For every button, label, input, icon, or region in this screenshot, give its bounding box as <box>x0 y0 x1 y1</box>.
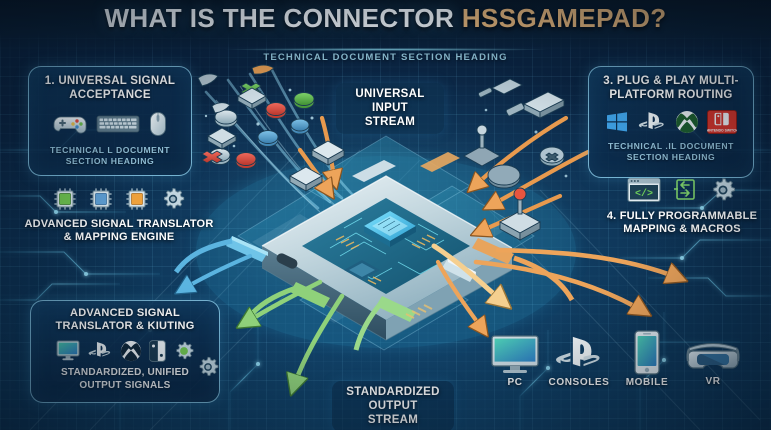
gear-green-icon <box>175 341 193 359</box>
smartphone-icon <box>634 330 660 375</box>
nintendo-switch-logo-icon: NINTENDO SWITCH <box>707 110 737 135</box>
playstation-logo-icon <box>638 112 664 130</box>
programmable-label: 4. FULLY PROGRAMMABLE MAPPING & MACROS <box>606 210 758 236</box>
remap-arrows-icon <box>674 179 695 200</box>
gear-icon <box>163 187 185 209</box>
group-signal-translator-engine: ADVANCED SIGNAL TRANSLATOR & MAPPING ENG… <box>24 186 214 245</box>
vr-headset-icon <box>686 343 740 369</box>
panel-bottom-left-subtitle: STANDARDIZED, UNIFIED OUTPUT SIGNALS <box>61 366 189 391</box>
engine-icon-row <box>24 186 214 212</box>
windows-logo-icon <box>607 112 627 132</box>
mouse-icon <box>150 112 166 136</box>
svg-text:</>: </> <box>635 188 653 200</box>
panel3-subtitle: TECHNICAL .IL DOCUMENT SECTION HEADING <box>608 141 734 163</box>
panel-plug-and-play-routing: 3. PLUG & PLAY MULTI-PLATFORM ROUTING <box>588 66 754 178</box>
device-consoles: CONSOLES <box>546 333 612 388</box>
device-mobile: MOBILE <box>620 330 674 388</box>
panel1-title: 1. UNIVERSAL SIGNAL ACCEPTANCE <box>44 75 176 102</box>
monitor-icon <box>491 335 539 373</box>
engine-label: ADVANCED SIGNAL TRANSLATOR & MAPPING ENG… <box>24 218 214 244</box>
keyboard-icon <box>96 115 140 133</box>
device-pc-label: PC <box>507 377 523 388</box>
device-consoles-label: CONSOLES <box>548 377 610 388</box>
xbox-logo-icon <box>120 340 141 361</box>
panel-universal-signal-acceptance: 1. UNIVERSAL SIGNAL ACCEPTANCE <box>28 66 192 176</box>
playstation-logo-icon <box>88 342 110 357</box>
device-pc: PC <box>486 335 544 388</box>
chip-orange-icon <box>126 188 148 210</box>
device-vr-label: VR <box>705 376 721 387</box>
xbox-logo-icon <box>676 111 698 134</box>
gamepad-icon <box>53 116 87 133</box>
programmable-icon-row: </> <box>596 176 768 204</box>
chip-blue-icon <box>90 188 112 210</box>
svg-text:NINTENDO SWITCH: NINTENDO SWITCH <box>707 128 737 132</box>
chip-green-icon <box>54 188 76 210</box>
device-vr: VR <box>682 338 744 387</box>
nintendo-switch-logo-icon <box>148 339 166 362</box>
code-window-icon: </> <box>627 177 661 203</box>
label-universal-input-stream: UNIVERSAL INPUT STREAM <box>336 83 444 135</box>
device-mobile-label: MOBILE <box>625 377 669 388</box>
gear-icon <box>199 356 219 376</box>
panel-standardized-output: ADVANCED SIGNAL TRANSLATOR & KIUTING <box>30 300 220 403</box>
monitor-icon <box>56 340 79 361</box>
panel-bottom-left-title: ADVANCED SIGNAL TRANSLATOR & KIUTING <box>55 307 195 333</box>
playstation-logo-icon <box>556 336 600 367</box>
gear-icon <box>713 178 736 201</box>
panel3-title: 3. PLUG & PLAY MULTI-PLATFORM ROUTING <box>603 75 739 102</box>
panel1-subtitle: TECHNICAL L DOCUMENT SECTION HEADING <box>49 145 170 167</box>
panel1-icon-row <box>37 111 183 137</box>
group-programmable-mapping: </> 4. FULLY PROGRAMMABLE MAPPING & MACR… <box>596 176 768 237</box>
label-standardized-output-stream: STANDARDIZED OUTPUT STREAM <box>332 381 454 430</box>
panel-bottom-left-icon-row <box>39 339 211 362</box>
panel3-icon-row: NINTENDO SWITCH <box>597 110 745 135</box>
